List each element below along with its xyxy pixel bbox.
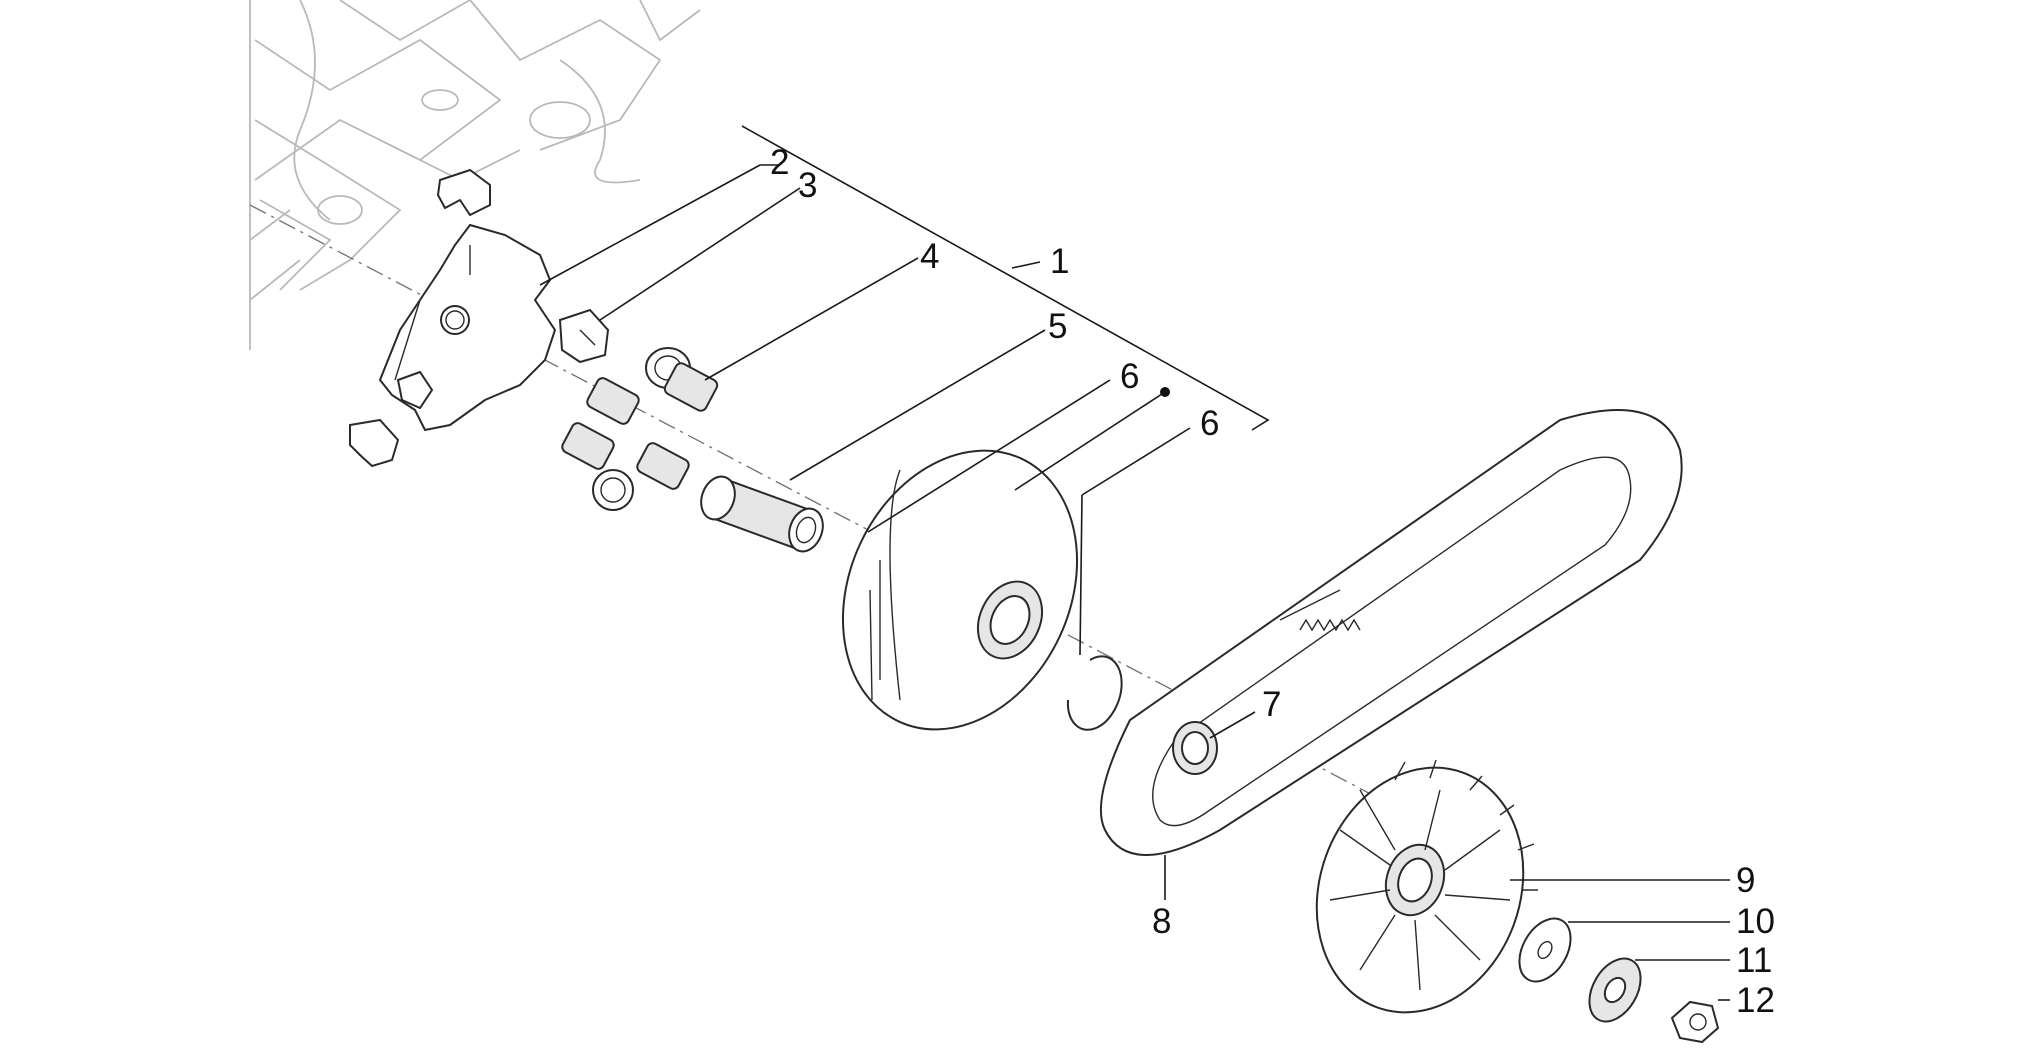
circlip-2 [1066, 655, 1123, 731]
label-8: 8 [1152, 902, 1171, 941]
slider-clip-bottom [349, 418, 400, 468]
reference-dot [1160, 387, 1170, 397]
slider-clip-mid [396, 370, 434, 410]
drive-belt [1099, 409, 1683, 856]
label-6-second: 6 [1200, 404, 1219, 443]
label-3: 3 [798, 166, 817, 205]
leader-1 [1011, 261, 1041, 269]
sleeve-bushing [700, 475, 824, 553]
slider-clip-top [436, 168, 491, 217]
crankcase-housing [249, 0, 701, 350]
label-4: 4 [920, 237, 939, 276]
label-12: 12 [1736, 981, 1775, 1020]
spacer-bushing [1172, 721, 1218, 775]
roller-weights [561, 347, 719, 511]
slider-part-3 [558, 308, 610, 364]
label-10: 10 [1736, 902, 1775, 941]
leader-lines [539, 164, 1730, 1001]
fan-drive-pulley [1315, 759, 1538, 1014]
label-6-first: 6 [1120, 357, 1139, 396]
washer [1518, 917, 1572, 983]
variator-pulley [841, 449, 1079, 731]
label-11: 11 [1736, 941, 1772, 980]
flange-washer [1588, 957, 1642, 1023]
label-1: 1 [1050, 242, 1069, 281]
label-9: 9 [1736, 861, 1755, 900]
hex-nut [1670, 1000, 1720, 1044]
label-5: 5 [1048, 307, 1067, 346]
label-7: 7 [1262, 685, 1281, 724]
group-bracket [741, 125, 1270, 431]
label-2: 2 [770, 143, 789, 182]
